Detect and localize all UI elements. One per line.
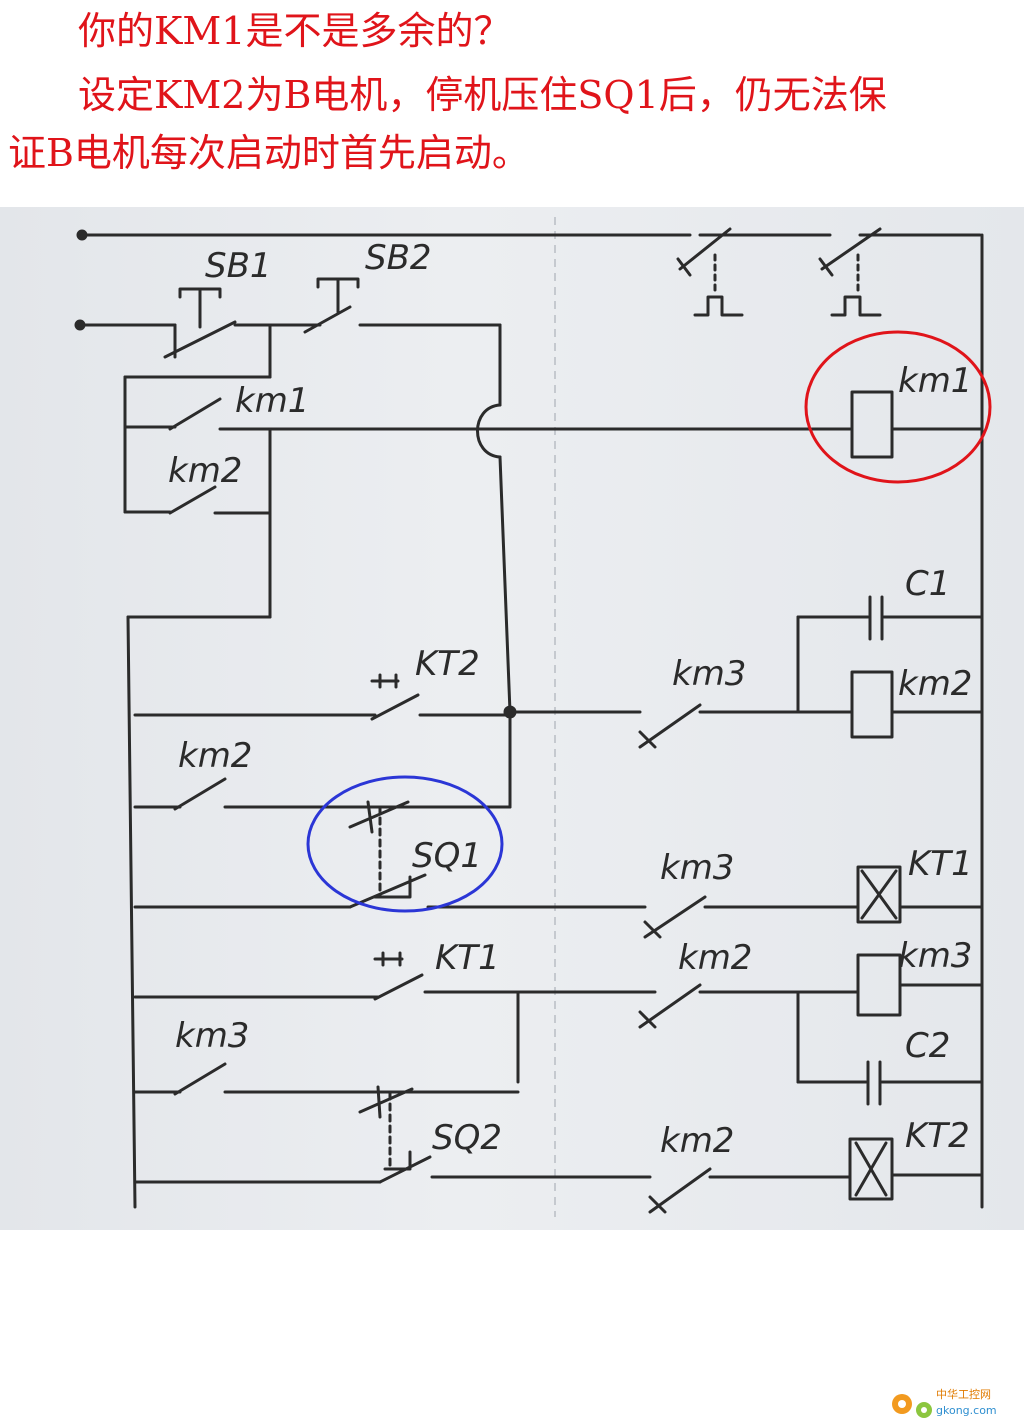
- watermark-line-1: 中华工控网: [936, 1387, 991, 1401]
- label-kt2-coil: KT2: [905, 1116, 970, 1156]
- label-km1-coil: km1: [898, 361, 972, 401]
- caption: 你的KM1是不是多余的？ 设定KM2为B电机，停机压住SQ1后，仍无法保 证B电…: [0, 0, 1024, 205]
- label-c1: C1: [905, 564, 950, 604]
- caption-line-2: 设定KM2为B电机，停机压住SQ1后，仍无法保: [78, 73, 887, 117]
- label-km3-contact-a: km3: [672, 654, 746, 694]
- label-km3-contact-c: km3: [175, 1016, 249, 1056]
- blue-annotation-circle: [306, 775, 504, 913]
- circuit-photo: SB1 SB2 km1 km2 km1 C1 KT2 km3 km2 km2 S…: [0, 207, 1024, 1418]
- label-km1-contact: km1: [235, 381, 309, 421]
- label-kt1-coil: KT1: [908, 844, 973, 884]
- label-kt2-contact: KT2: [415, 644, 480, 684]
- label-km2-contact-c: km2: [678, 938, 752, 978]
- label-km2-coil: km2: [898, 664, 972, 704]
- wiring: [74, 227, 984, 1214]
- caption-line-1: 你的KM1是不是多余的？: [78, 9, 512, 53]
- label-km2-contact-d: km2: [660, 1121, 734, 1161]
- label-sb1: SB1: [205, 246, 272, 286]
- caption-line-3: 证B电机每次启动时首先启动。: [8, 131, 530, 175]
- label-kt1-contact: KT1: [435, 938, 500, 978]
- watermark-line-2: gkong.com: [936, 1404, 997, 1417]
- ladder-diagram: SB1 SB2 km1 km2 km1 C1 KT2 km3 km2 km2 S…: [74, 217, 992, 1217]
- label-km2-contact-a: km2: [168, 451, 242, 491]
- label-km3-coil: km3: [898, 936, 972, 976]
- label-sq2: SQ2: [432, 1118, 502, 1158]
- label-km3-contact-b: km3: [660, 848, 734, 888]
- label-km2-contact-b: km2: [178, 736, 252, 776]
- label-c2: C2: [905, 1026, 950, 1066]
- watermark-logo: 中华工控网 gkong.com: [892, 1387, 997, 1418]
- red-annotation-circle: [804, 330, 992, 484]
- label-sq1: SQ1: [412, 836, 482, 876]
- label-sb2: SB2: [365, 238, 432, 278]
